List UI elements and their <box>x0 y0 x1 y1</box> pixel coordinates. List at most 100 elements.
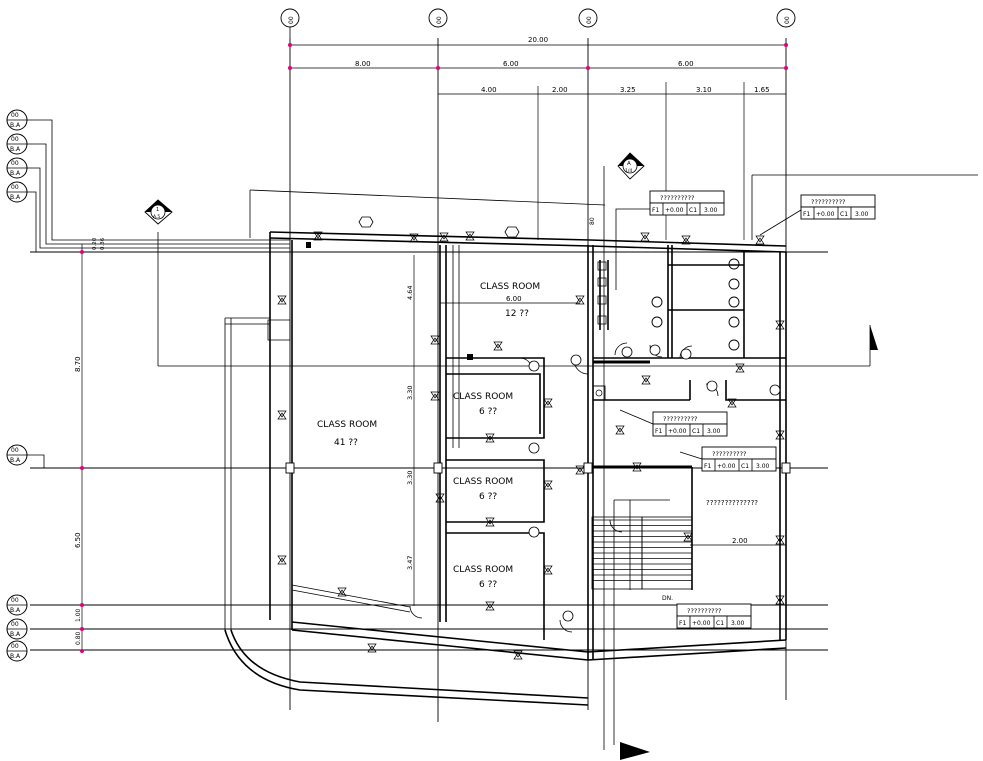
svg-text:00: 00 <box>436 16 443 24</box>
grid-bubble-left-1: 00B.A <box>6 109 28 131</box>
door-type-tag <box>680 348 692 360</box>
svg-text:B.A: B.A <box>10 194 21 201</box>
svg-text:3.10: 3.10 <box>696 86 712 94</box>
svg-text:0.36: 0.36 <box>100 237 106 250</box>
grid-bubble-left-mid: 00B.A <box>6 444 28 466</box>
svg-text:2.00: 2.00 <box>732 537 748 545</box>
svg-text:6.00: 6.00 <box>506 295 522 303</box>
cut-line-right <box>751 174 978 366</box>
svg-text:6.00: 6.00 <box>503 60 519 68</box>
opening-tag-mark <box>727 398 737 408</box>
opening-tag-mark <box>313 231 323 241</box>
room-3-name: CLASS ROOM <box>453 392 513 402</box>
opening-tag-mark <box>367 643 377 653</box>
opening-tag-mark <box>439 232 449 242</box>
svg-text:00: 00 <box>11 112 19 119</box>
svg-text:+0.00: +0.00 <box>665 207 684 214</box>
svg-text:6.50: 6.50 <box>74 532 82 548</box>
grid-bubble-left-6: 00B.A <box>6 618 28 640</box>
opening-tag-mark <box>543 398 553 408</box>
opening-tag-mark <box>465 231 475 241</box>
svg-text:00: 00 <box>11 447 19 454</box>
opening-tag-mark <box>632 462 642 472</box>
svg-text:00: 00 <box>11 643 19 650</box>
svg-text:F1: F1 <box>655 428 662 435</box>
opening-tag-mark <box>575 295 585 305</box>
room-4-name: CLASS ROOM <box>453 477 513 487</box>
svg-text:C1: C1 <box>692 428 700 435</box>
svg-text:F1: F1 <box>704 463 711 470</box>
opening-tag-mark <box>775 320 785 330</box>
door-type-tag <box>528 442 540 454</box>
svg-text:3.25: 3.25 <box>620 86 636 94</box>
opening-tag-mark <box>485 517 495 527</box>
svg-text:C1: C1 <box>741 463 749 470</box>
svg-text:+0.00: +0.00 <box>717 463 736 470</box>
svg-text:00: 00 <box>586 16 593 24</box>
grid-bubble-left-3: 00B.A <box>6 157 28 179</box>
wc-fixtures <box>592 258 740 401</box>
opening-tag-mark <box>575 465 585 475</box>
opening-tag-mark <box>493 341 503 351</box>
svg-text:8.70: 8.70 <box>74 356 82 372</box>
opening-tag-mark <box>277 555 287 565</box>
door-type-tag <box>562 610 574 622</box>
svg-text:B.A: B.A <box>10 122 21 129</box>
grid-bubble-top-1: 00 <box>280 8 300 38</box>
opening-tag-mark <box>775 595 785 605</box>
door-type-tag <box>649 344 661 356</box>
top-grid-bubbles: 00 00 00 00 <box>280 8 796 38</box>
window-type-tag <box>504 226 520 238</box>
opening-tag-mark <box>755 235 765 245</box>
svg-text:4.00: 4.00 <box>481 86 497 94</box>
room-2-capacity: 12 ?? <box>505 309 529 319</box>
svg-text:+0.00: +0.00 <box>692 620 711 627</box>
opening-tag-mark <box>277 410 287 420</box>
room-1-name: CLASS ROOM <box>317 420 377 430</box>
level-tag-4: ?????????? F1 +0.00 C1 3.00 <box>701 446 777 472</box>
grid-bubble-top-2: 00 <box>428 8 448 28</box>
opening-tag-mark <box>337 587 347 597</box>
svg-text:??????????: ?????????? <box>811 198 846 206</box>
svg-text:B.A: B.A <box>10 170 21 177</box>
svg-text:1/4: 1/4 <box>625 168 632 174</box>
opening-tag-mark <box>681 235 691 245</box>
svg-text:00: 00 <box>11 597 19 604</box>
svg-text:B.A: B.A <box>10 457 21 464</box>
grid-bubble-left-5: 00B.A <box>6 594 28 616</box>
svg-text:00: 00 <box>11 136 19 143</box>
opening-tag-mark <box>775 430 785 440</box>
stair-area-label: ?????????????? <box>706 499 758 507</box>
grid-bubble-left-2: 00B.A <box>6 133 28 155</box>
svg-text:1.65: 1.65 <box>754 86 770 94</box>
svg-text:2.00: 2.00 <box>552 86 568 94</box>
svg-text:3.47: 3.47 <box>406 556 414 570</box>
window-door-tags <box>277 216 785 660</box>
opening-tag-mark <box>513 650 523 660</box>
svg-text:80: 80 <box>589 217 596 225</box>
svg-text:00: 00 <box>11 621 19 628</box>
door-type-tag <box>528 526 540 538</box>
svg-text:00: 00 <box>11 160 19 167</box>
svg-text:1.00: 1.00 <box>75 608 82 622</box>
svg-text:??????????: ?????????? <box>712 450 747 458</box>
grid-lines <box>30 38 870 722</box>
svg-text:00: 00 <box>784 16 791 24</box>
opening-tag-mark <box>435 493 445 503</box>
svg-text:4.64: 4.64 <box>406 286 414 300</box>
room-labels: CLASS ROOM 41 ?? CLASS ROOM 12 ?? CLASS … <box>317 282 540 590</box>
svg-text:1: 1 <box>156 207 159 213</box>
grid-bubble-left-4: 00B.A <box>6 181 28 203</box>
dim-overall: 20.00 <box>528 36 548 44</box>
svg-text:3.00: 3.00 <box>731 620 745 627</box>
door-type-tag <box>706 380 718 392</box>
svg-text:8.00: 8.00 <box>355 60 371 68</box>
opening-tag-mark <box>430 335 440 345</box>
opening-tag-mark <box>775 535 785 545</box>
svg-text:0.20: 0.20 <box>92 237 98 250</box>
svg-text:3.30: 3.30 <box>406 386 414 400</box>
walls <box>224 231 787 706</box>
level-tags: ?????????? F1 +0.00 C1 3.00 ?????????? F… <box>615 190 876 629</box>
opening-tag-mark <box>485 601 495 611</box>
svg-text:B.A: B.A <box>10 653 21 660</box>
